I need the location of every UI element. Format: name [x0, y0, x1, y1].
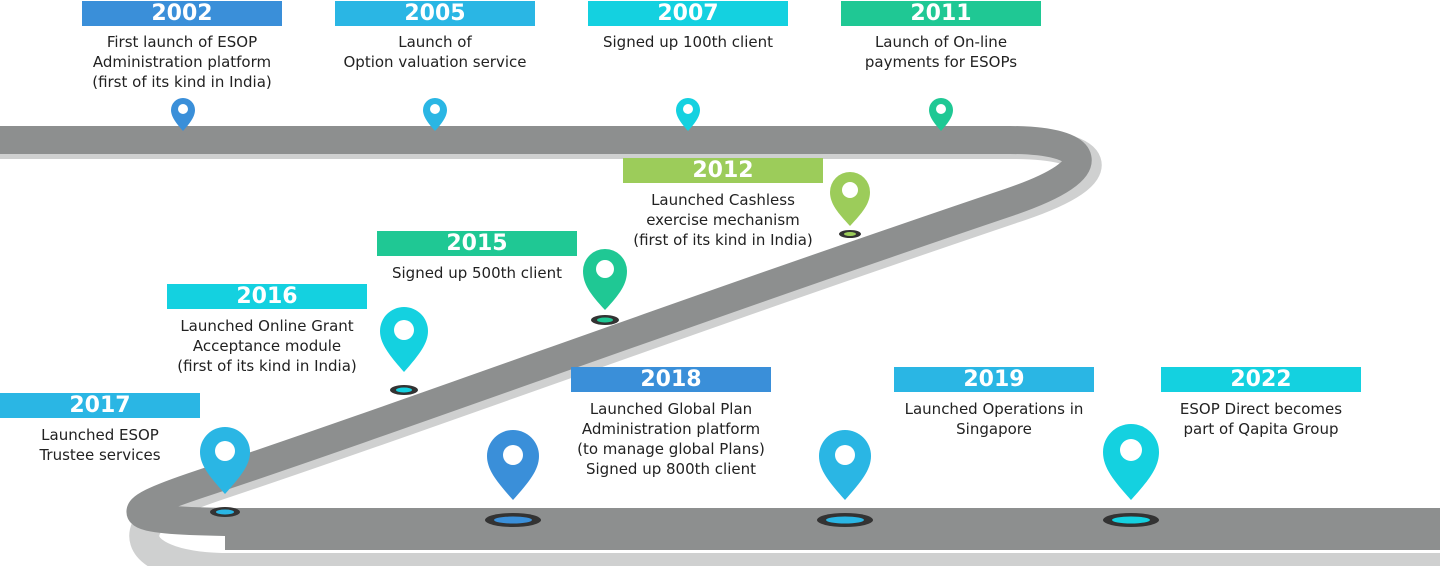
- pin-2002: [171, 98, 195, 131]
- milestone-desc-2011: Launch of On-line payments for ESOPs: [864, 33, 1018, 71]
- year-badge-2011: 2011: [841, 1, 1041, 26]
- milestone-desc-2017: Launched ESOP Trustee services: [39, 426, 161, 464]
- milestone-desc-2019: Launched Operations in Singapore: [904, 400, 1084, 438]
- milestone-desc-2016: Launched Online Grant Acceptance module …: [177, 317, 357, 375]
- pin-2005: [423, 98, 447, 131]
- year-badge-2002: 2002: [82, 1, 282, 26]
- pin-2022: [1103, 424, 1159, 527]
- year-badge-2018: 2018: [571, 367, 771, 392]
- year-badge-2015: 2015: [377, 231, 577, 256]
- pin-2011: [929, 98, 953, 131]
- pin-2012: [830, 172, 870, 238]
- milestone-desc-2015: Signed up 500th client: [391, 264, 563, 282]
- road: [0, 126, 1440, 536]
- pin-2007: [676, 98, 700, 131]
- year-badge-2019: 2019: [894, 367, 1094, 392]
- year-badge-2007: 2007: [588, 1, 788, 26]
- year-badge-2016: 2016: [167, 284, 367, 309]
- year-badge-2012: 2012: [623, 158, 823, 183]
- pin-2018: [485, 430, 541, 527]
- pin-2019: [817, 429, 873, 527]
- pin-2016: [380, 307, 428, 395]
- milestone-desc-2022: ESOP Direct becomes part of Qapita Group: [1179, 400, 1343, 438]
- pin-2017: [200, 427, 250, 517]
- milestone-desc-2005: Launch of Option valuation service: [343, 33, 527, 71]
- milestone-desc-2002: First launch of ESOP Administration plat…: [92, 33, 272, 91]
- pin-2015: [583, 249, 627, 325]
- milestone-desc-2007: Signed up 100th client: [602, 33, 774, 51]
- year-badge-2022: 2022: [1161, 367, 1361, 392]
- milestone-desc-2012: Launched Cashless exercise mechanism (fi…: [633, 191, 813, 249]
- year-badge-2017: 2017: [0, 393, 200, 418]
- year-badge-2005: 2005: [335, 1, 535, 26]
- milestone-desc-2018: Launched Global Plan Administration plat…: [577, 400, 765, 478]
